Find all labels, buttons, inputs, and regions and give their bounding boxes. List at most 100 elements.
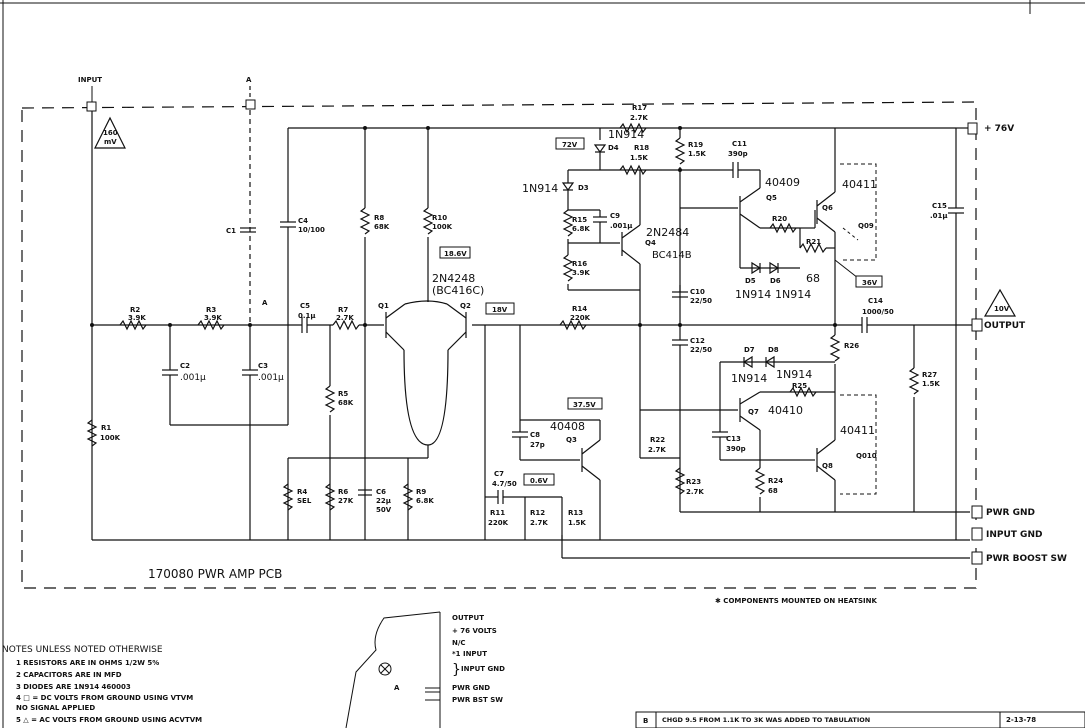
q1q2-part-alt: (BC416C) bbox=[432, 284, 484, 297]
diode-d3 bbox=[561, 182, 575, 192]
q7-ref: Q7 bbox=[748, 408, 759, 416]
pin-pwr-gnd: PWR GND bbox=[452, 684, 490, 692]
r24-ref: R24 bbox=[768, 477, 783, 485]
note-3: 3 DIODES ARE 1N914 460003 bbox=[16, 683, 131, 691]
resistor-r23 bbox=[674, 467, 686, 495]
output-terminal bbox=[971, 318, 983, 332]
voltage-36v: 36V bbox=[862, 279, 878, 287]
board-title: 170080 PWR AMP PCB bbox=[148, 567, 282, 581]
c10-ref: C10 bbox=[690, 288, 705, 296]
pcb-outline bbox=[21, 101, 977, 589]
c11-value: 390p bbox=[728, 150, 748, 158]
ground-terminals: PWR GND INPUT GND PWR BOOST SW bbox=[971, 505, 1067, 565]
pwr-gnd-terminal bbox=[971, 505, 983, 519]
q6-sub: Q09 bbox=[858, 222, 874, 230]
d5-part: 1N914 bbox=[735, 288, 771, 301]
r12-ref: R12 bbox=[530, 509, 545, 517]
r10-ref: R10 bbox=[432, 214, 447, 222]
q6-part: 40411 bbox=[842, 178, 877, 191]
d5-ref: D5 bbox=[745, 277, 756, 285]
c9-value: .001µ bbox=[610, 222, 632, 230]
heatsink-outline-upper bbox=[840, 163, 877, 261]
note-1: 1 RESISTORS ARE IN OHMS 1/2W 5% bbox=[16, 659, 159, 667]
c6-value: 22µ bbox=[376, 497, 391, 505]
a-terminal bbox=[245, 99, 256, 110]
ac-output-triangle bbox=[983, 288, 1017, 317]
resistor-r2 bbox=[119, 319, 147, 331]
resistor-r20 bbox=[769, 222, 797, 234]
ac-output-value: 10V bbox=[994, 305, 1010, 313]
q7-part: 40410 bbox=[768, 404, 803, 417]
input-terminal bbox=[86, 101, 97, 112]
r16-value: 3.9K bbox=[572, 269, 590, 277]
voltage-18v: 18V bbox=[492, 306, 508, 314]
c12-value: 22/50 bbox=[690, 346, 712, 354]
r22-ref: R22 bbox=[650, 436, 665, 444]
voltage-box-36v bbox=[855, 275, 883, 288]
resistor-r1 bbox=[86, 419, 98, 447]
r12-value: 2.7K bbox=[530, 519, 548, 527]
revision-date: 2-13-78 bbox=[1006, 716, 1036, 724]
r2-value: 3.9K bbox=[128, 314, 146, 322]
input-gnd-label: INPUT GND bbox=[986, 530, 1042, 540]
c10-value: 22/50 bbox=[690, 297, 712, 305]
resistor-r4 bbox=[282, 483, 294, 511]
r4-value: SEL bbox=[297, 497, 312, 505]
c3-ref: C3 bbox=[258, 362, 268, 370]
resistor-r7 bbox=[332, 319, 360, 331]
r15-ref: R15 bbox=[572, 216, 587, 224]
r21-ref: R21 bbox=[806, 238, 821, 246]
d3-ref: D3 bbox=[578, 184, 589, 192]
ac-input-value: 160 bbox=[103, 129, 118, 137]
c4-value: 10/100 bbox=[298, 226, 325, 234]
revision-text: CHGD 9.5 FROM 1.1K TO 3K WAS ADDED TO TA… bbox=[662, 716, 870, 724]
c14-ref: C14 bbox=[868, 297, 883, 305]
r16-ref: R16 bbox=[572, 260, 587, 268]
connector-marker-circle bbox=[378, 662, 392, 676]
r14-ref: R14 bbox=[572, 305, 587, 313]
c5-ref: C5 bbox=[300, 302, 310, 310]
pwr-gnd-label: PWR GND bbox=[986, 508, 1035, 518]
q1q2-part: 2N4248 bbox=[432, 272, 475, 285]
pin-input: *1 INPUT bbox=[452, 650, 487, 658]
c9-ref: C9 bbox=[610, 212, 620, 220]
input-section: INPUT A 160 mV R2 3.9K R3 3.9K C2 .001µ bbox=[78, 76, 325, 540]
resistor-r14 bbox=[559, 319, 587, 331]
voltage-0-6v: 0.6V bbox=[530, 477, 548, 485]
pin-nc: N/C bbox=[452, 639, 466, 647]
r5-ref: R5 bbox=[338, 390, 348, 398]
voltage-18-6v: 18.6V bbox=[444, 250, 467, 258]
diode-d5 bbox=[751, 261, 762, 275]
r8-ref: R8 bbox=[374, 214, 384, 222]
c6-ref: C6 bbox=[376, 488, 386, 496]
d4-part: 1N914 bbox=[608, 128, 644, 141]
c1-ref: C1 bbox=[226, 227, 236, 235]
note-4: 4 □ = DC VOLTS FROM GROUND USING VTVM bbox=[16, 694, 193, 702]
plus76-terminal bbox=[967, 122, 978, 135]
r14-value: 220K bbox=[570, 314, 591, 322]
q5-part: 40409 bbox=[765, 176, 800, 189]
c11-ref: C11 bbox=[732, 140, 747, 148]
output-lower: R26 D7 D8 1N914 1N914 R25 Q7 40410 C13 3… bbox=[639, 325, 877, 512]
pin-input-gnd: INPUT GND bbox=[461, 665, 505, 673]
ac-input-unit: mV bbox=[104, 138, 117, 146]
r23-value: 2.7K bbox=[686, 488, 704, 496]
output-node: C14 1000/50 OUTPUT 10V R27 1.5K bbox=[640, 288, 1026, 512]
r13-ref: R13 bbox=[568, 509, 583, 517]
q8-ref: Q8 bbox=[822, 462, 833, 470]
input-port-label: INPUT bbox=[78, 76, 102, 84]
c2-ref: C2 bbox=[180, 362, 190, 370]
resistor-r24 bbox=[754, 467, 766, 495]
c12-ref: C12 bbox=[690, 337, 705, 345]
pin-input-bracket: } bbox=[452, 662, 461, 678]
c8-value: 27p bbox=[530, 441, 545, 449]
r22-value: 2.7K bbox=[648, 446, 666, 454]
pin-76v: + 76 VOLTS bbox=[452, 627, 497, 635]
note-4b: NO SIGNAL APPLIED bbox=[16, 704, 95, 712]
note-2: 2 CAPACITORS ARE IN MFD bbox=[16, 671, 122, 679]
voltage-box-0-6v bbox=[523, 473, 555, 486]
voltage-37-5v: 37.5V bbox=[573, 401, 596, 409]
output-upper: + 76V C11 390p 40409 Q5 R20 40411 Q6 Q09 bbox=[680, 122, 1014, 540]
resistor-r18 bbox=[619, 164, 647, 176]
c2-value: .001µ bbox=[180, 373, 206, 383]
